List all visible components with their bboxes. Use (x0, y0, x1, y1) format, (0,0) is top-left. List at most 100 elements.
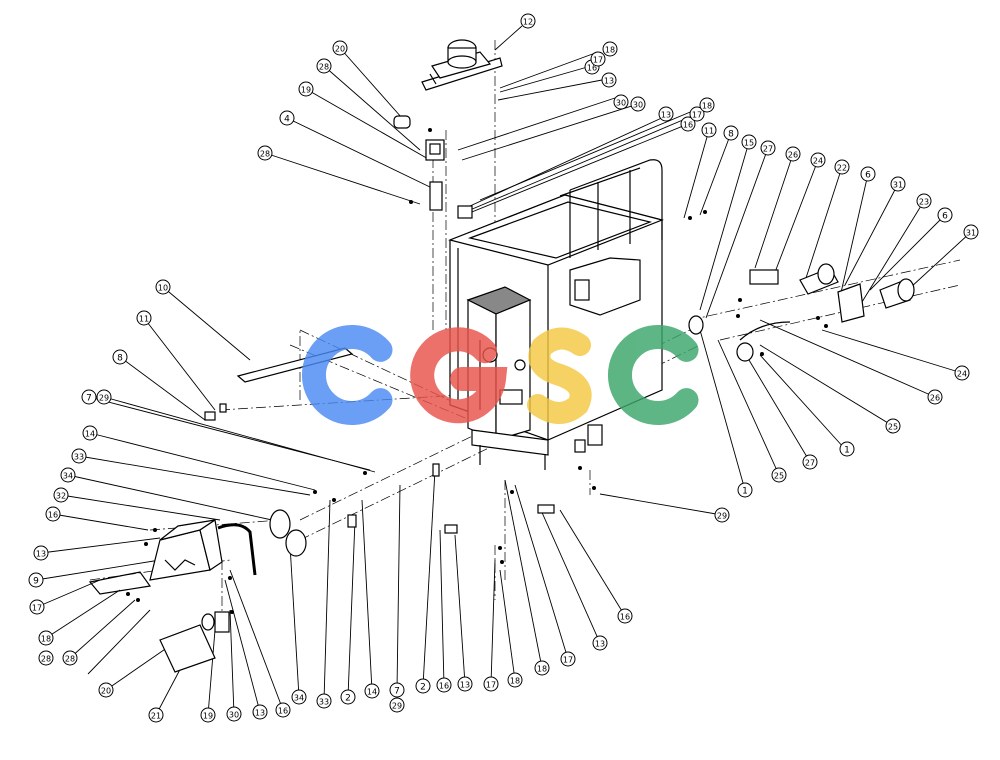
callout-7: 7 (81, 389, 97, 405)
callout-circle (155, 279, 171, 295)
callout-28: 28 (38, 650, 54, 666)
callout-circle (714, 507, 730, 523)
callout-label: 12 (523, 18, 533, 27)
callout-circle (136, 310, 152, 326)
callout-label: 16 (439, 682, 449, 691)
callout-label: 1 (844, 446, 850, 456)
callout-34: 34 (291, 689, 307, 705)
callout-16: 16 (45, 506, 61, 522)
watermark-letter-2 (410, 327, 508, 424)
callout-18: 18 (507, 672, 523, 688)
callout-label: 16 (587, 64, 597, 73)
callout-23: 23 (916, 193, 932, 209)
callout-15: 15 (741, 134, 757, 150)
callout-label: 14 (85, 430, 95, 439)
callout-circle (62, 650, 78, 666)
callout-12: 12 (520, 13, 536, 29)
callout-circle (520, 13, 536, 29)
callout-29: 29 (714, 507, 730, 523)
callout-27: 27 (802, 454, 818, 470)
callout-label: 27 (805, 459, 815, 468)
callout-11: 11 (701, 122, 717, 138)
callout-label: 30 (633, 101, 643, 110)
callout-16: 16 (680, 116, 696, 132)
callout-20: 20 (98, 682, 114, 698)
callout-circle (963, 224, 979, 240)
callout-label: 29 (99, 394, 109, 403)
callout-label: 16 (620, 613, 630, 622)
callout-label: 20 (335, 45, 345, 54)
callout-label: 17 (32, 604, 42, 613)
callout-26: 26 (785, 146, 801, 162)
callout-label: 13 (604, 77, 614, 86)
callout-18: 18 (602, 41, 618, 57)
callout-13: 13 (33, 545, 49, 561)
callout-circle (82, 425, 98, 441)
callout-label: 18 (605, 46, 615, 55)
part-wheel (269, 509, 291, 539)
callout-label: 16 (278, 707, 288, 716)
callout-17: 17 (29, 599, 45, 615)
callout-circle (457, 676, 473, 692)
callout-circle (723, 125, 739, 141)
watermark-letter-3 (527, 327, 592, 424)
callout-circle (771, 467, 787, 483)
callout-9: 9 (28, 572, 44, 588)
callout-2: 2 (415, 678, 431, 694)
callout-16: 16 (275, 702, 291, 718)
callout-18: 18 (38, 630, 54, 646)
callout-33: 33 (316, 693, 332, 709)
callout-19: 19 (200, 707, 216, 723)
part-cover-plate (159, 624, 216, 673)
callout-label: 25 (888, 423, 898, 432)
callout-circle (785, 146, 801, 162)
callout-28: 28 (316, 58, 332, 74)
callout-label: 19 (203, 712, 213, 721)
callout-label: 10 (158, 284, 168, 293)
callout-circle (630, 96, 646, 112)
callout-label: 13 (460, 681, 470, 690)
callout-circle (257, 145, 273, 161)
callout-13: 13 (457, 676, 473, 692)
callout-17: 17 (590, 51, 606, 67)
callout-circle (60, 467, 76, 483)
callout-circle (658, 106, 674, 122)
callout-label: 32 (56, 492, 66, 501)
callout-circle (96, 389, 112, 405)
callout-14: 14 (364, 683, 380, 699)
callout-circle (885, 418, 901, 434)
callout-label: 15 (744, 139, 754, 148)
callout-circle (810, 152, 826, 168)
callout-29: 29 (96, 389, 112, 405)
callout-label: 27 (763, 145, 773, 154)
callout-31: 31 (890, 176, 906, 192)
callout-25: 25 (771, 467, 787, 483)
callout-label: 6 (865, 171, 871, 181)
part-handle-frame (559, 159, 663, 258)
callout-16: 16 (617, 608, 633, 624)
callout-31: 31 (963, 224, 979, 240)
callout-label: 31 (893, 181, 903, 190)
callout-label: 19 (301, 86, 311, 95)
callout-label: 28 (260, 150, 270, 159)
callout-8: 8 (723, 125, 739, 141)
part-cap (393, 115, 411, 129)
callout-circle (81, 389, 97, 405)
callout-label: 18 (510, 677, 520, 686)
callout-18: 18 (699, 97, 715, 113)
callout-34: 34 (60, 467, 76, 483)
callout-label: 21 (151, 712, 161, 721)
callout-circle (613, 94, 629, 110)
part-mount-plate (837, 283, 865, 323)
callout-label: 34 (63, 472, 73, 481)
callout-label: 17 (593, 56, 603, 65)
callout-label: 20 (101, 687, 111, 696)
watermark-letter-4 (607, 325, 699, 425)
callout-6: 6 (860, 166, 876, 182)
callout-label: 31 (966, 229, 976, 238)
callout-circle (316, 58, 332, 74)
callout-17: 17 (689, 106, 705, 122)
callout-30: 30 (226, 706, 242, 722)
callout-circle (534, 660, 550, 676)
